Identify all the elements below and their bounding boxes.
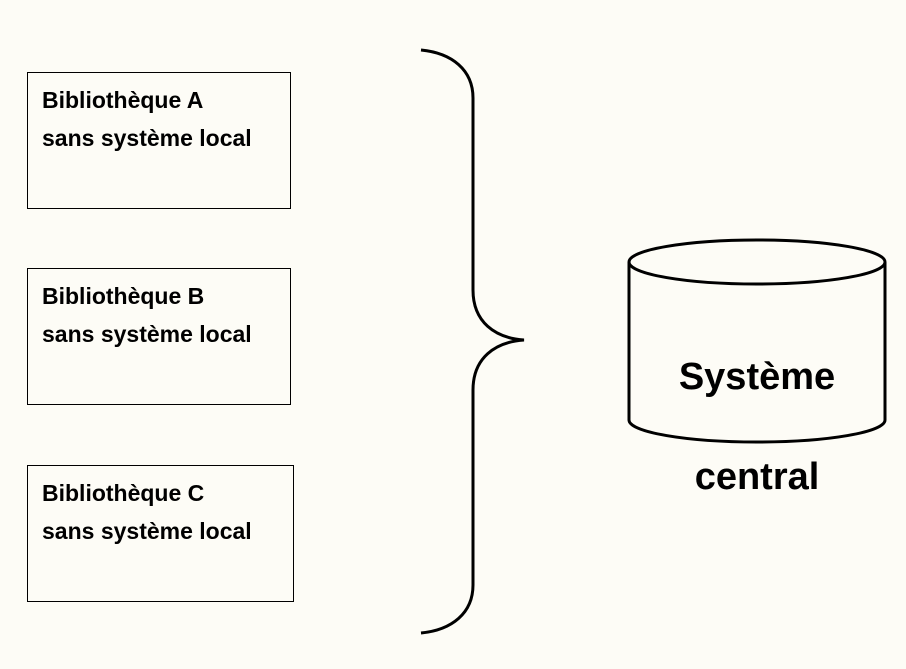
cylinder-body (627, 262, 887, 444)
library-box-c: Bibliothèque C sans système local (27, 465, 294, 602)
grouping-brace (420, 48, 525, 635)
library-name: Bibliothèque A (42, 87, 204, 113)
library-description: sans système local (42, 518, 252, 544)
central-system-cylinder (627, 238, 887, 444)
library-name: Bibliothèque C (42, 480, 205, 506)
cylinder-top (627, 238, 887, 286)
library-box-a: Bibliothèque A sans système local (27, 72, 291, 209)
library-name: Bibliothèque B (42, 283, 205, 309)
central-system-label-line2: central (694, 456, 820, 498)
central-system-label-line1: Système (678, 356, 836, 398)
library-description: sans système local (42, 321, 252, 347)
library-description: sans système local (42, 125, 252, 151)
library-box-b: Bibliothèque B sans système local (27, 268, 291, 405)
central-system-label: Système central (630, 302, 884, 502)
